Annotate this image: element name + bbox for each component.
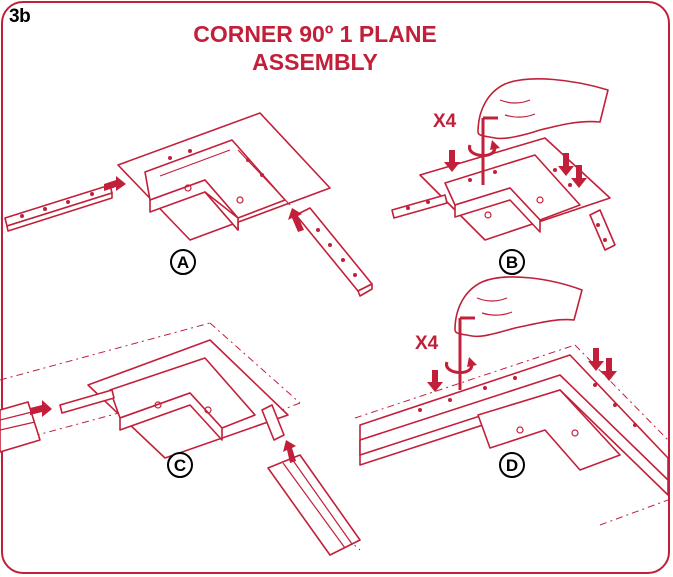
panel-b-label: B [499, 249, 525, 275]
panel-c-illustration [0, 322, 361, 556]
panel-c-letter: C [174, 456, 186, 475]
panel-d-letter: D [506, 456, 518, 475]
panel-c-label: C [167, 452, 193, 478]
page-title: CORNER 90º 1 PLANE ASSEMBLY [130, 20, 500, 76]
panel-d-screw-count: X4 [415, 333, 439, 354]
title-line-2: ASSEMBLY [252, 49, 378, 75]
panel-a-letter: A [177, 253, 189, 272]
panel-d-illustration [354, 276, 669, 526]
step-tag: 3b [9, 6, 31, 27]
panel-a-illustration [4, 112, 373, 297]
panel-b-letter: B [506, 253, 518, 272]
panel-b-screw-count: X4 [433, 111, 457, 132]
title-line-1: CORNER 90º 1 PLANE [193, 21, 437, 47]
panel-b-illustration [391, 78, 616, 251]
panel-a-label: A [170, 249, 196, 275]
panel-d-label: D [499, 452, 525, 478]
